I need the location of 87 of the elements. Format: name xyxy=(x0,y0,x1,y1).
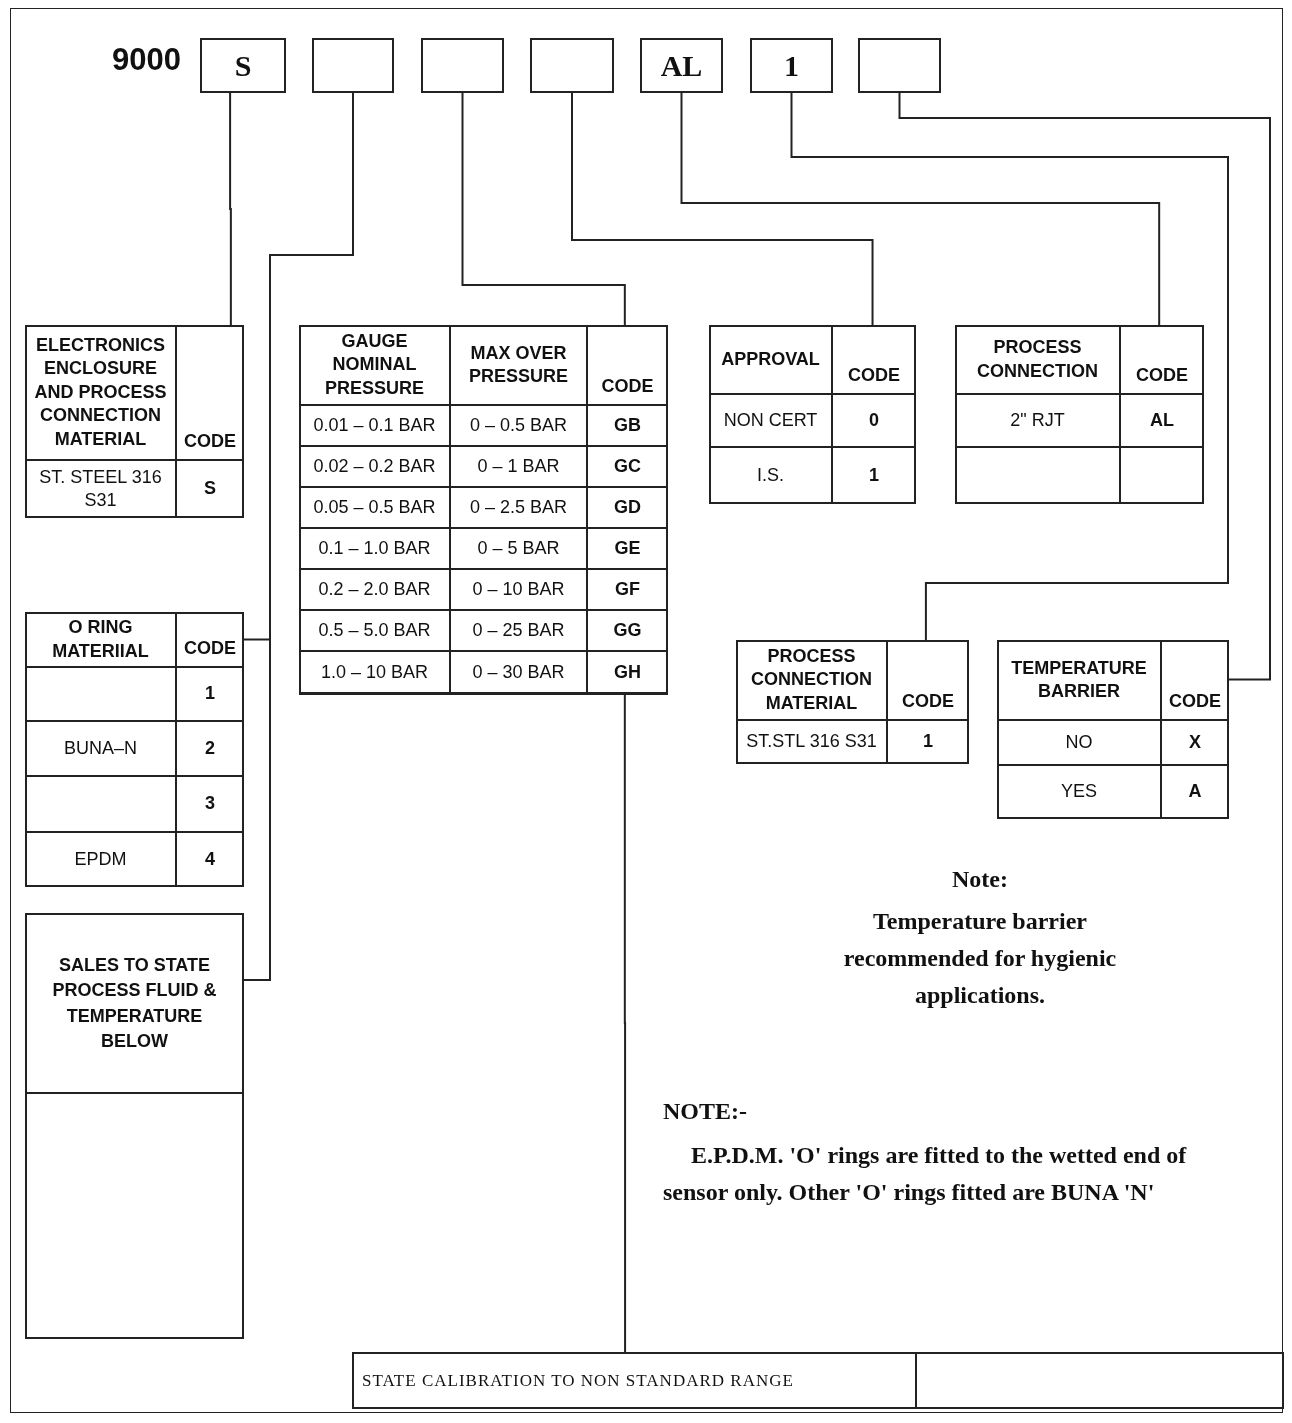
column-header: ELECTRONICS ENCLOSURE AND PROCESS CONNECTION MATERIAL xyxy=(33,334,168,451)
empty-code-box xyxy=(421,38,504,93)
note-text: E.P.D.M. 'O' rings are fitted to the wetted end of sensor only. Other 'O' rings fitted are BUNA 'N' xyxy=(663,1141,1188,1207)
code-box: 1 xyxy=(750,38,833,93)
option-value: 0 – 0.5 BAR xyxy=(469,413,568,437)
option-value: 2" RJT xyxy=(1010,408,1065,432)
code-table xyxy=(299,325,668,694)
note-text: Temperature barrier recommended for hygienic applications. xyxy=(842,907,1118,1010)
code-table xyxy=(709,325,916,504)
empty-code-box xyxy=(858,38,941,93)
option-value: 0 – 5 BAR xyxy=(477,536,560,560)
connector-line xyxy=(680,92,1161,326)
column-header: PROCESS CONNECTION xyxy=(976,336,1099,383)
code-value: 1 xyxy=(205,682,215,706)
code-value: 1 xyxy=(923,730,933,754)
note-heading: NOTE:- xyxy=(663,1098,747,1125)
option-value: 0 – 30 BAR xyxy=(472,661,565,685)
option-value: I.S. xyxy=(757,463,784,487)
code-value: 2 xyxy=(205,736,215,760)
option-value: 0.5 – 5.0 BAR xyxy=(318,618,431,642)
code-value: GF xyxy=(615,577,640,601)
model-prefix: 9000 xyxy=(112,42,181,78)
code-value: 3 xyxy=(205,792,215,816)
option-value: BUNA–N xyxy=(64,736,137,760)
option-value: YES xyxy=(1061,780,1097,804)
connector-line xyxy=(790,92,1229,641)
option-value: 0.02 – 0.2 BAR xyxy=(313,454,436,478)
option-value: 0.05 – 0.5 BAR xyxy=(313,495,436,519)
option-value: 0 – 25 BAR xyxy=(472,618,565,642)
code-table xyxy=(955,325,1204,504)
code-value: A xyxy=(1188,780,1202,804)
column-header: CODE xyxy=(902,689,954,713)
column-header: CODE xyxy=(184,429,236,453)
column-header: O RING MATERIIAL xyxy=(51,616,150,663)
column-header: MAX OVER PRESSURE xyxy=(468,341,569,388)
option-value: EPDM xyxy=(74,847,127,871)
code-table xyxy=(997,640,1229,819)
empty-code-box xyxy=(312,38,394,93)
instruction-text: STATE CALIBRATION TO NON STANDARD RANGE xyxy=(362,1370,794,1391)
connector-line xyxy=(461,92,626,326)
option-value: 0.1 – 1.0 BAR xyxy=(318,536,431,560)
code-value: GH xyxy=(614,661,641,685)
code-value: GG xyxy=(613,618,642,642)
connector-line xyxy=(623,693,627,1353)
option-value: NO xyxy=(1065,730,1093,754)
instruction-panel xyxy=(25,913,244,1339)
option-value: 0.2 – 2.0 BAR xyxy=(318,577,431,601)
empty-code-box xyxy=(530,38,614,93)
code-value: GB xyxy=(614,413,641,437)
column-header: CODE xyxy=(601,374,654,398)
option-value: 0.01 – 0.1 BAR xyxy=(313,413,436,437)
code-value: GC xyxy=(614,454,641,478)
option-value: NON CERT xyxy=(723,408,818,432)
code-value: 1 xyxy=(869,463,879,487)
option-value: ST. STEEL 316 S31 xyxy=(38,465,163,512)
code-value: 4 xyxy=(205,847,215,871)
column-header: CODE xyxy=(1169,689,1221,713)
code-box: AL xyxy=(640,38,723,93)
column-header: GAUGE NOMINAL PRESSURE xyxy=(324,329,425,400)
instruction-panel xyxy=(352,1352,1284,1409)
code-value: GE xyxy=(614,536,641,560)
code-table xyxy=(736,640,969,764)
column-header: CODE xyxy=(184,636,236,660)
instruction-text: SALES TO STATE PROCESS FLUID & TEMPERATURE BELOW xyxy=(51,954,218,1053)
connector-line xyxy=(229,92,232,326)
column-header: CODE xyxy=(848,363,900,387)
code-value: 0 xyxy=(869,408,879,432)
connector-line xyxy=(571,92,874,326)
option-value: 1.0 – 10 BAR xyxy=(320,661,429,685)
code-value: X xyxy=(1189,730,1201,754)
column-header: APPROVAL xyxy=(721,347,820,371)
column-header: CODE xyxy=(1136,363,1188,387)
column-header: TEMPERATURE BARRIER xyxy=(1010,656,1148,703)
code-value: AL xyxy=(1150,408,1174,432)
column-header: PROCESS CONNECTION MATERIAL xyxy=(750,644,873,715)
code-value: S xyxy=(204,477,216,501)
code-box: S xyxy=(200,38,286,93)
connector-line xyxy=(898,92,1271,681)
code-table xyxy=(25,612,244,887)
connector-line xyxy=(243,92,354,981)
note-heading: Note: xyxy=(951,866,1009,893)
option-value: ST.STL 316 S31 xyxy=(746,730,877,754)
code-value: GD xyxy=(614,495,641,519)
option-value: 0 – 2.5 BAR xyxy=(469,495,568,519)
option-value: 0 – 1 BAR xyxy=(477,454,560,478)
code-table xyxy=(25,325,244,518)
option-value: 0 – 10 BAR xyxy=(472,577,565,601)
